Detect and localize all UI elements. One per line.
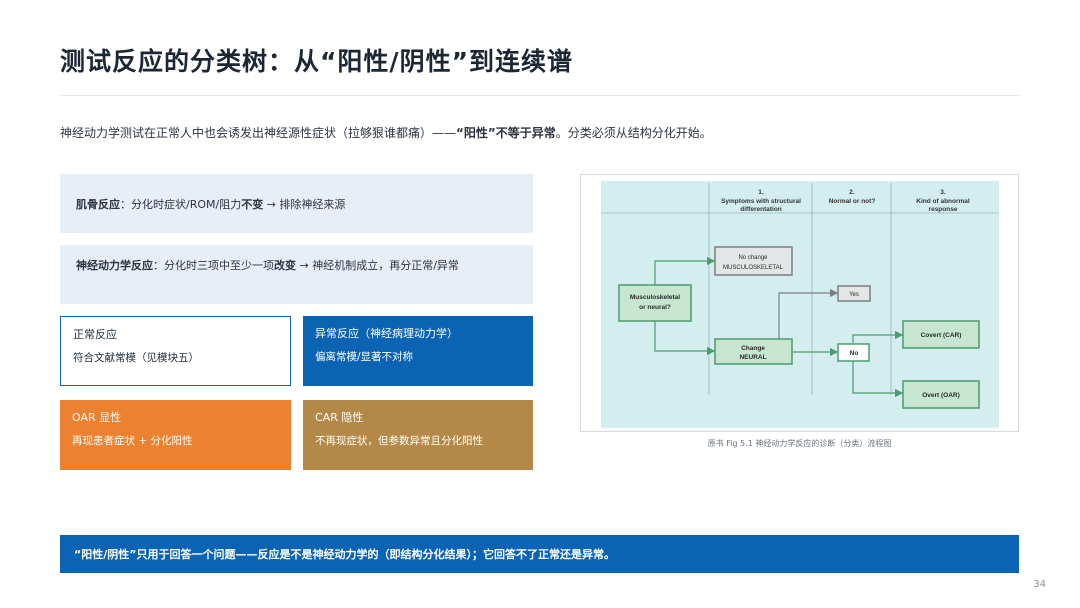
neurodynamic-label: 神经动力学反应: [76, 259, 153, 272]
start-node-line1: Musculoskeletal: [630, 294, 680, 301]
covert-label: Covert (CAR): [921, 332, 962, 339]
oar-sub: 再现患者症状 + 分化阳性: [72, 435, 193, 447]
change-line2: NEURAL: [739, 354, 766, 361]
intro-lead: 神经动力学测试在正常人中也会诱发出神经源性症状（拉够狠谁都痛）——: [60, 126, 457, 140]
start-node-line2: or neural?: [639, 304, 671, 311]
overt-node: [902, 380, 980, 409]
flowchart-diagram: 1. Symptoms with structural differentati…: [601, 181, 999, 428]
abnormal-response-heading: 异常反应（神经病理动力学）: [315, 327, 458, 340]
abnormal-response-sub: 偏离常模/显著不对称: [315, 351, 414, 363]
key-takeaway-banner: “阳性/阴性”只用于回答一个问题——反应是不是神经动力学的（即结构分化结果）；它…: [60, 535, 1019, 573]
no-label: No: [850, 350, 859, 357]
yes-node: [837, 285, 871, 302]
figure-caption: 原书 Fig 5.1 神经动力学反应的诊断（分类）流程图: [707, 439, 892, 448]
intro-bold: “阳性”不等于异常: [456, 126, 556, 140]
neurodynamic-desc: ：分化时三项中至少一项: [153, 259, 274, 272]
neurodynamic-keyword: 改变: [274, 259, 296, 272]
banner-text: “阳性/阴性”只用于回答一个问题——反应是不是神经动力学的（即结构分化结果）；它…: [74, 548, 615, 561]
yes-label: Yes: [849, 292, 859, 298]
change-neural-node: [714, 338, 793, 365]
no-node: [837, 343, 870, 362]
car-heading: CAR 隐性: [315, 411, 364, 424]
col2-heading: Normal or not?: [829, 198, 876, 205]
covert-node: [902, 320, 980, 349]
no-change-node: [714, 246, 793, 276]
col1-number: 1.: [758, 189, 764, 196]
col1-heading-line1: Symptoms with structural: [721, 198, 801, 205]
oar-heading: OAR 显性: [72, 411, 122, 424]
normal-response-sub: 符合文献常模（见模块五）: [73, 352, 199, 364]
intro-text: 神经动力学测试在正常人中也会诱发出神经源性症状（拉够狠谁都痛）——“阳性”不等于…: [60, 124, 712, 141]
col1-heading-line2: differentation: [740, 206, 782, 213]
col2-number: 2.: [849, 189, 855, 196]
title-divider: [60, 95, 1020, 96]
normal-response-card: 正常反应 符合文献常模（见模块五）: [60, 316, 291, 386]
change-line1: Change: [741, 345, 765, 352]
col3-number: 3.: [940, 189, 946, 196]
overt-label: Overt (OAR): [922, 392, 960, 399]
musculoskeletal-label: 肌骨反应: [76, 197, 120, 211]
flowchart-figure: 1. Symptoms with structural differentati…: [580, 174, 1019, 432]
musculoskeletal-desc: ：分化时症状/ROM/阻力: [120, 197, 242, 211]
neurodynamic-response-box: 神经动力学反应：分化时三项中至少一项改变 → 神经机制成立，再分正常/异常: [60, 245, 533, 304]
intro-tail: 。分类必须从结构分化开始。: [555, 126, 712, 140]
page-title: 测试反应的分类树：从“阳性/阴性”到连续谱: [60, 47, 573, 76]
start-node: [618, 284, 692, 322]
normal-response-heading: 正常反应: [73, 328, 117, 341]
abnormal-response-card: 异常反应（神经病理动力学） 偏离常模/显著不对称: [303, 316, 533, 386]
oar-overt-card: OAR 显性 再现患者症状 + 分化阳性: [60, 400, 291, 470]
no-change-line2: MUSCULOSKELETAL: [723, 265, 784, 271]
page-number: 34: [1033, 579, 1046, 590]
neurodynamic-conclusion: → 神经机制成立，再分正常/异常: [296, 259, 459, 272]
musculoskeletal-response-box: 肌骨反应：分化时症状/ROM/阻力不变 → 排除神经来源: [60, 174, 533, 233]
car-sub: 不再现症状，但参数异常且分化阳性: [315, 435, 483, 447]
car-covert-card: CAR 隐性 不再现症状，但参数异常且分化阳性: [303, 400, 533, 470]
neurodynamic-response-text: 神经动力学反应：分化时三项中至少一项改变 → 神经机制成立，再分正常/异常: [76, 257, 459, 273]
col3-heading-line2: response: [929, 206, 958, 213]
no-change-line1: No change: [738, 255, 768, 261]
musculoskeletal-conclusion: → 排除神经来源: [263, 197, 346, 211]
musculoskeletal-keyword: 不变: [241, 197, 264, 211]
col3-heading-line1: Kind of abnormal: [916, 198, 970, 205]
musculoskeletal-response-text: 肌骨反应：分化时症状/ROM/阻力不变 → 排除神经来源: [76, 196, 345, 212]
